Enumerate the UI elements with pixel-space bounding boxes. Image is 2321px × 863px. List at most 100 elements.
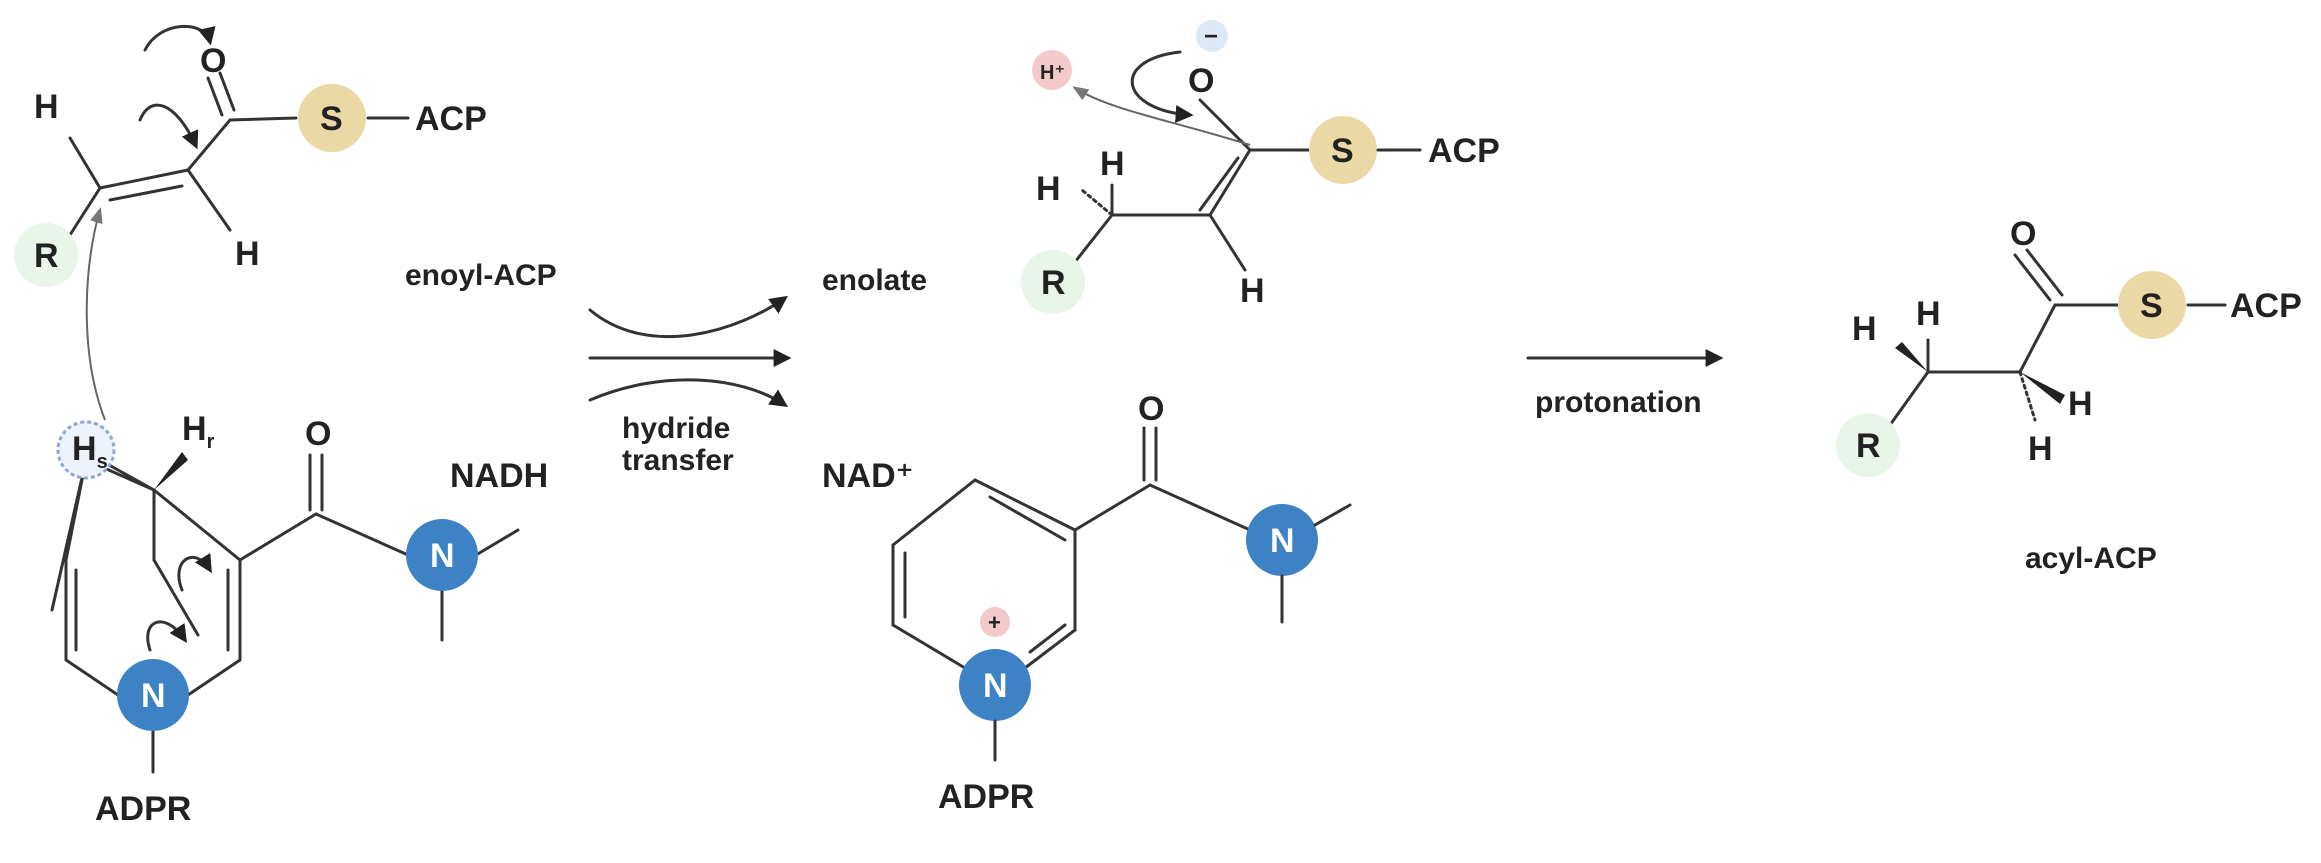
h-atom: H	[1916, 295, 1941, 333]
bond	[891, 623, 967, 670]
transfer-label: transfer	[622, 444, 734, 477]
nad-plus-structure: O N N + ADPR	[891, 390, 1352, 816]
bond	[973, 478, 1077, 532]
h-atom: H	[235, 235, 260, 273]
adpr-label: ADPR	[95, 790, 191, 828]
r-atom: R	[1041, 264, 1066, 302]
bond	[66, 186, 102, 240]
o-atom: O	[1138, 390, 1164, 428]
bond	[2018, 303, 2057, 374]
r-group-circle	[1021, 250, 1085, 314]
h-atom: H	[34, 88, 59, 126]
outgoing-arrow-nad	[588, 378, 788, 407]
double-bond-inner	[1028, 623, 1067, 654]
minus-charge-circle	[1196, 20, 1228, 52]
enolate-label: enolate	[822, 264, 927, 297]
r-atom: R	[34, 237, 59, 275]
h-atom: H	[2068, 385, 2093, 423]
plus-charge: +	[988, 610, 1001, 635]
n-atom-circle	[1246, 504, 1318, 576]
wedge-bond	[2020, 372, 2065, 404]
bond	[1313, 503, 1352, 527]
s-atom: S	[2140, 287, 2163, 325]
bond	[238, 512, 318, 562]
bond	[1148, 483, 1252, 532]
bond	[1073, 483, 1152, 532]
r-group-circle	[14, 223, 78, 287]
acyl-acp-structure: O S ACP H H H H R acyl-ACP	[1836, 215, 2302, 575]
acp-label: ACP	[415, 100, 487, 138]
double-bond-inner	[108, 184, 184, 202]
wedge-bond	[1895, 342, 1928, 372]
bond	[891, 478, 977, 547]
h-atom: H	[2028, 430, 2053, 468]
enolate-structure: H⁺ − O S ACP H R H H	[1021, 20, 1500, 314]
carbonyl-bond	[206, 76, 224, 117]
bond	[186, 658, 242, 697]
bond	[1023, 628, 1077, 670]
o-atom: O	[200, 42, 226, 80]
o-atom: O	[1188, 62, 1214, 100]
hashed-bond	[2018, 370, 2037, 422]
bond	[228, 116, 298, 122]
acyl-acp-label: acyl-ACP	[2025, 542, 2157, 575]
bond	[98, 168, 190, 190]
bond	[50, 458, 88, 612]
bond	[314, 512, 410, 557]
h-atom: H	[1852, 310, 1877, 348]
bond	[68, 136, 102, 190]
h-atom: H	[1036, 170, 1061, 208]
plus-charge-circle	[980, 607, 1010, 637]
n-atom-circle	[406, 519, 478, 591]
carbonyl-bond	[218, 71, 236, 112]
bond	[1208, 213, 1247, 272]
hydride-transfer-step: enoyl-ACP NADH hydride transfer enolate …	[405, 259, 927, 495]
protonation-label: protonation	[1535, 386, 1702, 419]
bond	[64, 658, 120, 697]
hr-atom: Hr	[182, 410, 215, 453]
bond	[152, 558, 200, 637]
r-atom: R	[1856, 427, 1881, 465]
o-atom: O	[2010, 215, 2036, 253]
bond	[1208, 148, 1252, 217]
acp-label: ACP	[2230, 287, 2302, 325]
curved-arrow	[1131, 50, 1194, 123]
protonation-arrow	[1072, 86, 1251, 146]
double-bond-inner	[1198, 156, 1240, 212]
n-atom: N	[430, 537, 455, 575]
enoyl-acp-structure: O S ACP H H R	[14, 24, 487, 421]
n-atom-circle	[959, 649, 1031, 721]
hs-highlight-star	[56, 420, 116, 480]
s-atom-circle	[298, 84, 366, 152]
n-atom: N	[1270, 522, 1295, 560]
carbonyl-bond	[2025, 248, 2064, 297]
curved-arrow	[138, 103, 199, 150]
s-atom: S	[1331, 132, 1354, 170]
hs-atom: Hs	[72, 430, 108, 473]
n-atom-circle	[117, 659, 189, 731]
incoming-arrow-enoyl	[588, 295, 788, 339]
o-atom: O	[305, 415, 331, 453]
nadh-structure: Hs Hr O N N ADPR	[50, 410, 520, 828]
hplus-circle	[1032, 50, 1072, 90]
hashed-bond	[1080, 188, 1114, 217]
enoyl-acp-label: enoyl-ACP	[405, 259, 557, 292]
curved-arrow	[177, 553, 212, 592]
nadh-label: NADH	[450, 457, 548, 495]
adpr-label: ADPR	[938, 778, 1034, 816]
acp-label: ACP	[1428, 132, 1500, 170]
curved-arrow	[143, 24, 216, 52]
bond	[474, 528, 520, 557]
s-atom-circle	[1309, 116, 1377, 184]
double-bond-inner	[988, 495, 1067, 542]
hplus-label: H⁺	[1040, 62, 1065, 84]
hydride-path-arrow	[85, 206, 106, 421]
bond	[1073, 213, 1114, 264]
h-atom: H	[1240, 272, 1265, 310]
nad-plus-label: NAD⁺	[822, 457, 914, 495]
carbonyl-bond	[2013, 253, 2052, 302]
h-atom: H	[1100, 145, 1125, 183]
n-atom: N	[983, 667, 1008, 705]
s-atom-circle	[2118, 271, 2186, 339]
